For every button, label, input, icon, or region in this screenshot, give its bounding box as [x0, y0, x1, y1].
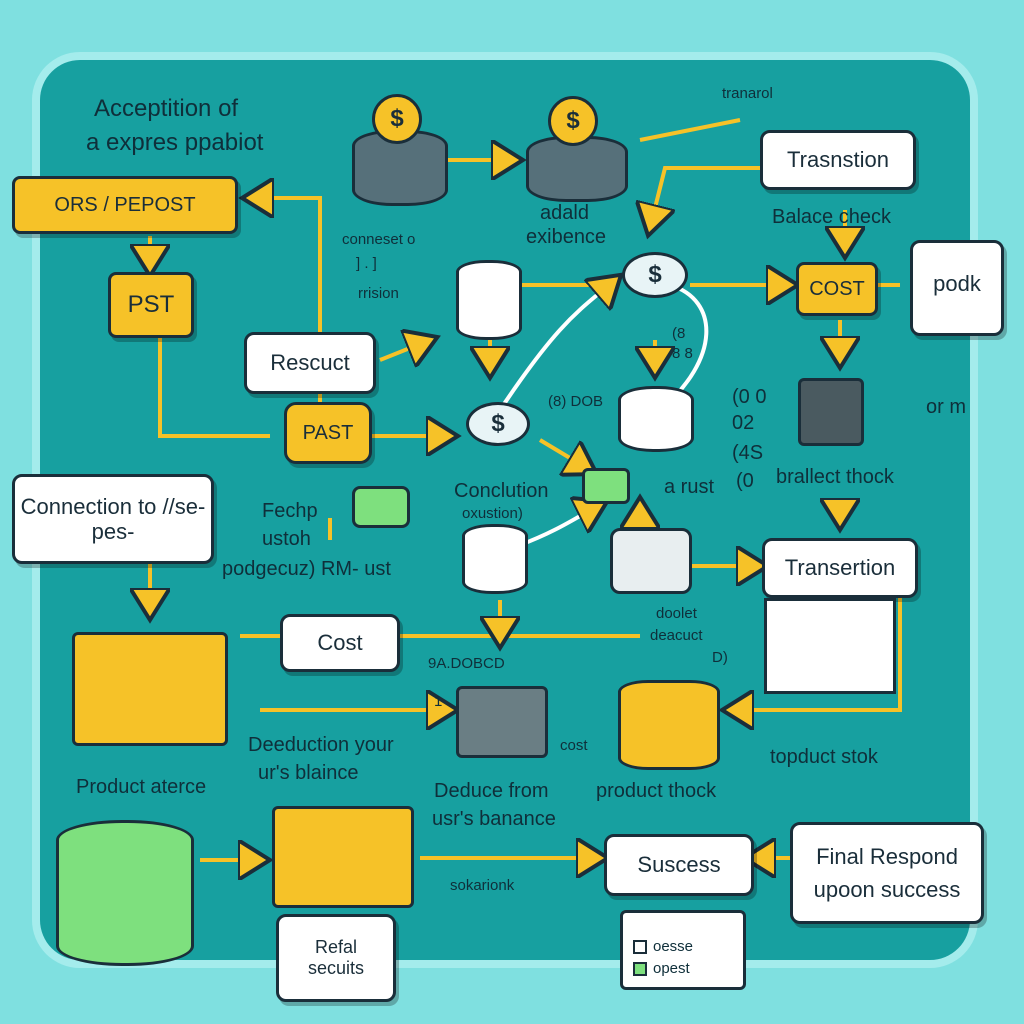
green-database-icon — [56, 820, 194, 966]
option-row-1[interactable]: oesse — [633, 938, 694, 956]
option-label-1: oesse — [653, 938, 694, 955]
connect-note-2: ] . ] — [356, 255, 377, 272]
option-label-2: opest — [653, 960, 690, 977]
box-icon — [610, 528, 692, 594]
success-box: Suscess — [604, 834, 754, 896]
podk-monitor: podk — [910, 240, 1004, 336]
conclusion-label-2: oxustion) — [462, 505, 523, 522]
connection-box: Connection to //se-pes- — [12, 474, 214, 564]
cost-top-box: COST — [796, 262, 878, 316]
adald-label: adald — [540, 202, 589, 224]
coin-icon-4: $ — [466, 402, 530, 446]
chip-icon — [582, 468, 630, 504]
deduce-label-1: Deduce from — [434, 780, 549, 802]
trasnstion-box: Trasnstion — [760, 130, 916, 190]
brallect-label: brallect thock — [776, 466, 894, 488]
database-icon-2 — [526, 136, 628, 202]
side-nums-1: (0 0 — [732, 386, 767, 408]
cost-mid-box: Cost — [280, 614, 400, 672]
checkbox-checked-icon[interactable] — [633, 962, 647, 977]
title-line-2: a expres ppabiot — [86, 129, 264, 156]
side-nums-2: 02 — [732, 412, 755, 434]
a-rust-label: a rust — [664, 476, 715, 498]
pst-box: PST — [108, 272, 194, 338]
deduction-label-1: Deeduction your — [248, 734, 394, 756]
connect-note: conneset o — [342, 231, 416, 248]
fechp-label-2: ustoh — [262, 528, 311, 550]
connect-note-3: rrision — [358, 285, 399, 302]
code-label: 9A.DOBCD — [428, 655, 505, 672]
coin-icon-3: $ — [622, 252, 688, 298]
checkbox-icon[interactable] — [633, 940, 647, 955]
dob-label: (8) DOB — [548, 393, 604, 410]
sokarionk-label: sokarionk — [450, 877, 515, 894]
past-cylinder: PAST — [284, 402, 372, 464]
stack-icon-2 — [456, 686, 548, 758]
database-icon-5 — [462, 524, 528, 594]
coin-stack-icon — [618, 680, 720, 770]
final-respond-line-2: upoon success — [813, 877, 961, 902]
doolet-label-1: doolet — [656, 605, 697, 622]
cost-small-label: cost — [560, 737, 588, 754]
final-respond-box: Final Respond upoon success — [790, 822, 984, 924]
product-aterce-label: Product aterce — [76, 776, 207, 798]
exibence-label: exibence — [526, 226, 607, 248]
database-icon-3 — [456, 260, 522, 340]
ab-label-1: (8 — [672, 325, 686, 342]
side-nums-4: (0 — [736, 470, 754, 492]
database-icon-4 — [618, 386, 694, 452]
final-respond-line-1: Final Respond — [816, 843, 958, 869]
coin-icon: $ — [372, 94, 422, 144]
conclusion-label-1: Conclution — [454, 480, 549, 502]
doolet-label-3: D) — [712, 649, 728, 666]
doolet-label-2: deacuct — [650, 627, 703, 644]
chart-doc-icon — [764, 598, 896, 694]
option-row-2[interactable]: opest — [633, 960, 690, 978]
title-line-1: Acceptition of — [94, 95, 239, 122]
one-label: 1 — [434, 693, 443, 710]
rescuct-box: Rescuct — [244, 332, 376, 394]
fechp-label-1: Fechp — [262, 500, 318, 522]
product-stack-icon-2 — [272, 806, 414, 908]
refal-box: Refal secuits — [276, 914, 396, 1002]
transertion-box: Transertion — [762, 538, 918, 598]
side-nums-3: (4S — [732, 442, 764, 464]
top-right-note: tranarol — [722, 85, 773, 102]
product-stack-icon — [72, 632, 228, 746]
balace-check-label: Balace check — [772, 206, 891, 228]
stack-icon — [798, 378, 864, 446]
deduce-label-2: usr's banance — [432, 808, 556, 830]
options-panel: oesse opest — [620, 910, 746, 990]
ors-pepost-box: ORS / PEPOST — [12, 176, 238, 234]
refal-line-2: secuits — [307, 958, 365, 978]
topduct-label: topduct stok — [770, 746, 878, 768]
coin-icon-2: $ — [548, 96, 598, 146]
product-thock-label: product thock — [596, 780, 717, 802]
ab-label-2: 8 8 — [672, 345, 693, 362]
fechp-label-3: podgecuz) RM- ust — [222, 558, 391, 580]
deduction-label-2: ur's blaince — [258, 762, 359, 784]
refal-line-1: Refal — [314, 937, 358, 958]
orm-label: or m — [926, 396, 966, 418]
chip-icon-2 — [352, 486, 410, 528]
